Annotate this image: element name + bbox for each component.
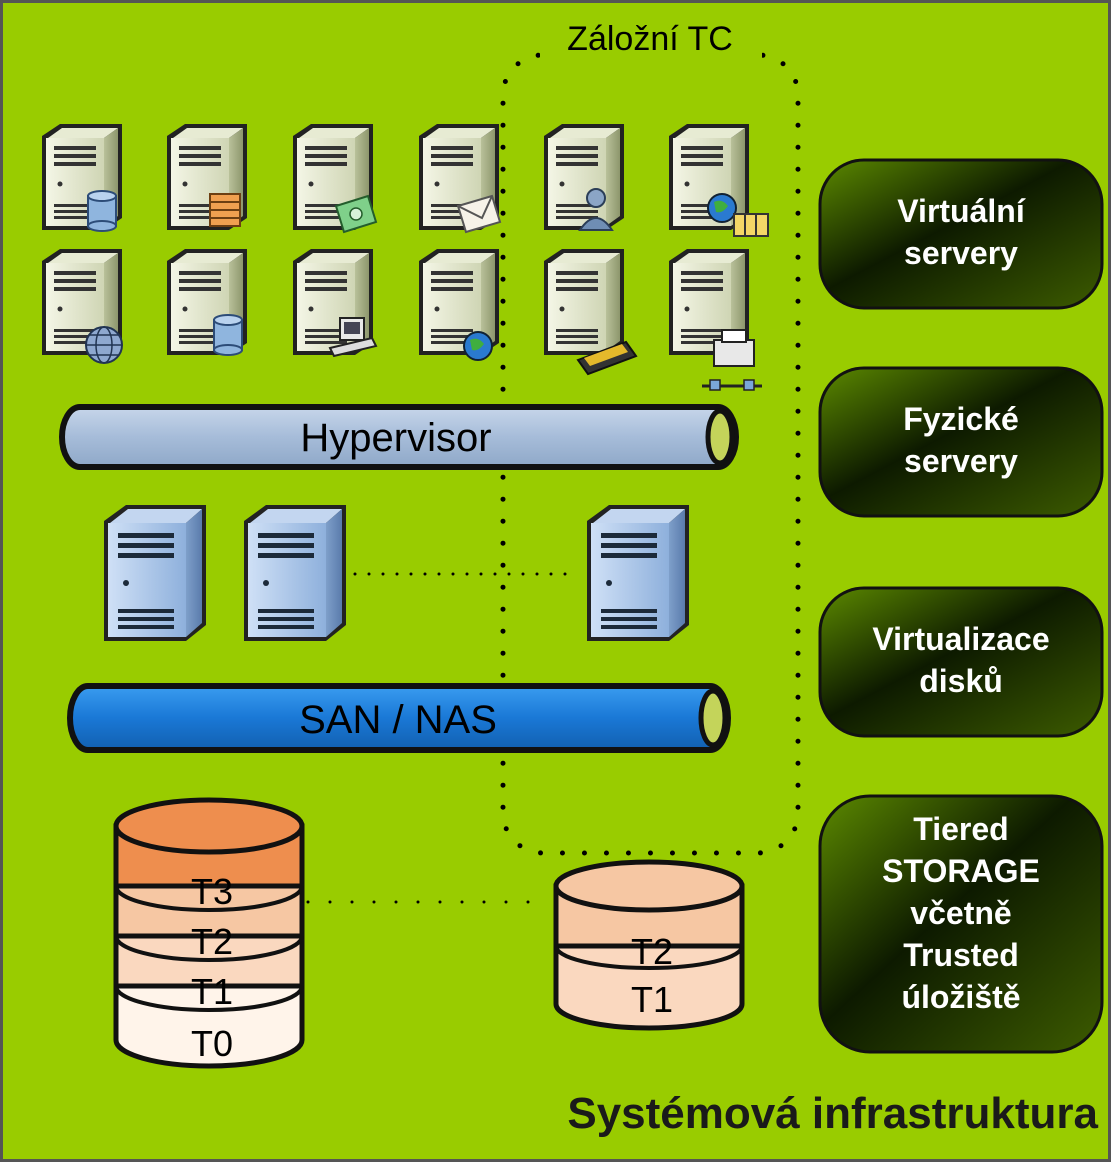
- server-money-icon: [334, 194, 378, 234]
- physical-servers: [104, 505, 689, 641]
- server-globe-icon: [85, 326, 123, 364]
- tier-label: T0: [191, 1023, 233, 1064]
- virtual-server-printer: [669, 249, 762, 391]
- physical-server-icon: [244, 505, 346, 641]
- virtual-servers: [42, 124, 769, 391]
- server-firewall-icon: [209, 193, 241, 227]
- backup-tier-label: T2: [631, 931, 673, 972]
- virtual-server-db-2: [167, 249, 247, 356]
- server-user-icon: [578, 188, 614, 231]
- server-database-icon: [87, 190, 117, 232]
- virtual-server-globe-2: [419, 249, 499, 361]
- virtual-server-workstation: [293, 249, 378, 358]
- side-label-line: úložiště: [901, 979, 1020, 1015]
- tier-label: T1: [191, 971, 233, 1012]
- side-label-line: servery: [904, 235, 1018, 271]
- san-nas-bar: SAN / NAS: [67, 683, 731, 753]
- side-label-line: Virtualizace: [872, 621, 1049, 657]
- side-label-line: servery: [904, 443, 1018, 479]
- virtual-server-mail: [419, 124, 502, 234]
- server-web-folder-icon: [707, 193, 769, 237]
- virtual-server-web-folder: [669, 124, 769, 237]
- physical-server-icon: [104, 505, 206, 641]
- side-label-line: disků: [919, 663, 1003, 699]
- server-printer-icon: [702, 329, 762, 391]
- hypervisor-label: Hypervisor: [300, 416, 491, 460]
- virtual-server-money: [293, 124, 378, 234]
- server-mail-icon: [456, 194, 502, 234]
- side-label-line: včetně: [910, 895, 1011, 931]
- primary-storage: T3 T2 T1 T0: [113, 797, 305, 1069]
- tier-label: T2: [191, 921, 233, 962]
- backup-site-label: Záložní TC: [567, 20, 733, 58]
- virtual-server-fax: [544, 249, 638, 376]
- footer-title: Systémová infrastruktura: [567, 1089, 1098, 1138]
- side-label-disk-virtualization: Virtualizace disků: [818, 586, 1104, 738]
- hypervisor-bar: Hypervisor: [59, 404, 739, 470]
- backup-label-backing: [540, 14, 762, 62]
- side-label-line: Virtuální: [897, 193, 1026, 229]
- server-workstation-icon: [328, 317, 378, 358]
- side-label-line: STORAGE: [882, 853, 1040, 889]
- san-nas-label: SAN / NAS: [299, 698, 497, 742]
- side-label-line: Tiered: [913, 811, 1008, 847]
- server-globe-icon: [463, 331, 493, 361]
- virtual-server-db: [42, 124, 122, 232]
- virtual-server-globe: [42, 249, 123, 364]
- server-database-icon: [213, 314, 243, 356]
- side-label-line: Fyzické: [903, 401, 1019, 437]
- side-label-tiered-storage: Tiered STORAGE včetně Trusted úložiště: [818, 794, 1104, 1054]
- side-label-physical-servers: Fyzické servery: [818, 366, 1104, 518]
- server-fax-icon: [576, 340, 638, 376]
- virtual-server-user: [544, 124, 624, 231]
- tier-label: T3: [191, 871, 233, 912]
- side-label-virtual-servers: Virtuální servery: [818, 158, 1104, 310]
- side-label-line: Trusted: [903, 937, 1019, 973]
- backup-storage: T2 T1: [553, 859, 745, 1031]
- virtual-server-firewall: [167, 124, 247, 230]
- physical-server-icon: [587, 505, 689, 641]
- backup-tier-label: T1: [631, 979, 673, 1020]
